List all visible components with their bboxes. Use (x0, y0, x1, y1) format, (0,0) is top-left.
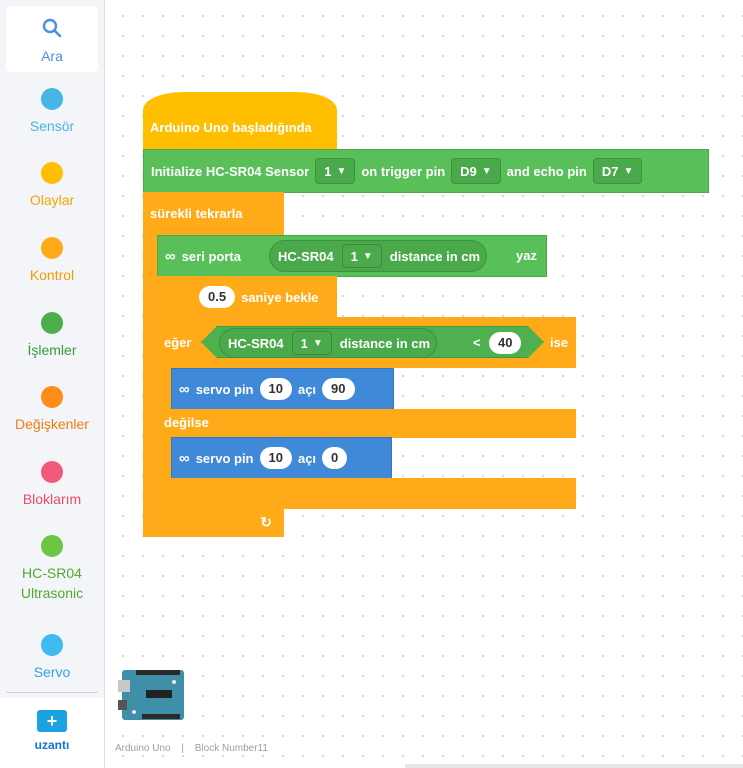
category-sensor[interactable]: Sensör (0, 88, 104, 136)
wait-label: saniye bekle (241, 289, 319, 305)
distance-reporter[interactable]: HC-SR04 1▼ distance in cm (219, 328, 438, 358)
category-label: Bloklarım (22, 491, 82, 507)
servo-write-block[interactable]: ∞ servo pin 10 açı 0 (171, 437, 392, 479)
unit-label: distance in cm (389, 248, 481, 264)
echo-pin-dropdown[interactable]: D7 ▼ (592, 158, 643, 184)
distance-reporter[interactable]: HC-SR04 1▼ distance in cm (269, 240, 488, 272)
forever-loop-block[interactable]: sürekli tekrarla (143, 192, 284, 236)
events-dot-icon (41, 162, 63, 184)
servo-label: servo pin (195, 381, 254, 397)
add-extension-icon: + (37, 710, 67, 732)
infinity-icon: ∞ (165, 247, 176, 265)
category-servo[interactable]: Servo (0, 634, 104, 682)
initialize-sensor-block[interactable]: Initialize HC-SR04 Sensor 1▼ on trigger … (143, 149, 709, 193)
infinity-icon: ∞ (179, 380, 190, 398)
dropdown-arrow-icon: ▼ (623, 165, 634, 177)
servo-dot-icon (41, 634, 63, 656)
dropdown-arrow-icon: ▼ (336, 165, 347, 177)
sensor-number-dropdown[interactable]: 1▼ (341, 244, 382, 268)
category-control[interactable]: Kontrol (0, 237, 104, 285)
when-arduino-starts-hat-block[interactable]: Arduino Uno başladığında (143, 92, 337, 150)
dropdown-arrow-icon: ▼ (362, 250, 373, 262)
category-label: HC-SR04 Ultrasonic (20, 565, 84, 601)
forever-label: sürekli tekrarla (150, 206, 243, 221)
my-blocks-dot-icon (41, 461, 63, 483)
angle-label: açı (297, 450, 317, 466)
control-dot-icon (41, 237, 63, 259)
variables-dot-icon (41, 386, 63, 408)
extension-label: uzantı (34, 738, 70, 752)
servo-pin-input[interactable]: 10 (259, 378, 292, 400)
dropdown-value: 1 (324, 163, 332, 179)
dropdown-value: D7 (601, 163, 619, 179)
category-label: Olaylar (29, 192, 75, 208)
search-category[interactable]: Ara (6, 6, 98, 72)
else-label: değilse (164, 415, 209, 430)
status-footer: Arduino Uno | Block Number11 (115, 743, 268, 754)
hat-label: Arduino Uno başladığında (150, 120, 312, 135)
footer-separator: | (181, 743, 184, 754)
arduino-board-thumbnail[interactable] (118, 668, 186, 722)
forever-loop-foot: ↻ (143, 508, 284, 537)
compare-value-input[interactable]: 40 (489, 332, 522, 354)
sidebar-divider (6, 692, 98, 693)
category-hc-sr04[interactable]: HC-SR04 Ultrasonic (0, 535, 104, 603)
sensor-number-dropdown[interactable]: 1▼ (315, 158, 356, 184)
reporter-label: HC-SR04 (228, 335, 284, 351)
category-my-blocks[interactable]: Bloklarım (0, 461, 104, 509)
unit-label: distance in cm (339, 335, 431, 351)
category-label: İşlemler (27, 342, 77, 358)
else-section: değilse (157, 409, 576, 438)
loop-arrow-icon: ↻ (260, 514, 272, 530)
operator-symbol: < (473, 335, 481, 350)
sensor-number-dropdown[interactable]: 1▼ (291, 331, 332, 355)
category-operators[interactable]: İşlemler (0, 312, 104, 360)
trigger-label: on trigger pin (361, 163, 446, 179)
if-label: eğer (164, 335, 192, 350)
device-name: Arduino Uno (115, 743, 171, 754)
dropdown-arrow-icon: ▼ (481, 165, 492, 177)
category-label: Servo (33, 664, 71, 680)
echo-label: and echo pin (506, 163, 587, 179)
dropdown-arrow-icon: ▼ (312, 337, 323, 349)
servo-angle-input[interactable]: 0 (322, 447, 348, 469)
if-else-arm (157, 367, 171, 509)
hc-sr04-dot-icon (41, 535, 63, 557)
serial-suffix-label: yaz (516, 248, 537, 263)
sensor-dot-icon (41, 88, 63, 110)
servo-write-block[interactable]: ∞ servo pin 10 açı 90 (171, 368, 394, 410)
category-events[interactable]: Olaylar (0, 162, 104, 210)
category-sidebar: Ara Sensör Olaylar Kontrol İşlemler Deği… (0, 0, 105, 768)
init-label: Initialize HC-SR04 Sensor (151, 163, 310, 179)
dropdown-value: 1 (350, 248, 358, 264)
operators-dot-icon (41, 312, 63, 334)
category-variables[interactable]: Değişkenler (0, 386, 104, 434)
category-label: Sensör (29, 118, 75, 134)
search-icon (42, 18, 62, 38)
reporter-label: HC-SR04 (278, 248, 334, 264)
search-label: Ara (41, 48, 63, 64)
trigger-pin-dropdown[interactable]: D9 ▼ (451, 158, 501, 184)
servo-label: servo pin (195, 450, 254, 466)
wait-seconds-input[interactable]: 0.5 (199, 286, 236, 308)
infinity-icon: ∞ (179, 449, 190, 467)
angle-label: açı (297, 381, 317, 397)
category-label: Kontrol (29, 267, 75, 283)
forever-loop-arm (143, 235, 157, 509)
servo-angle-input[interactable]: 90 (322, 378, 355, 400)
dropdown-value: 1 (300, 335, 308, 351)
horizontal-scrollbar[interactable] (405, 764, 743, 768)
add-extension-button[interactable]: + uzantı (0, 698, 104, 768)
arduino-board-icon (118, 670, 184, 720)
category-label: Değişkenler (15, 416, 89, 432)
wait-block[interactable]: 0.5 saniye bekle (157, 276, 337, 318)
block-number: Block Number11 (194, 743, 268, 754)
if-else-foot (157, 478, 576, 509)
servo-pin-input[interactable]: 10 (259, 447, 292, 469)
dropdown-value: D9 (460, 163, 477, 179)
then-label: ise (550, 335, 569, 350)
serial-label: seri porta (181, 248, 241, 264)
